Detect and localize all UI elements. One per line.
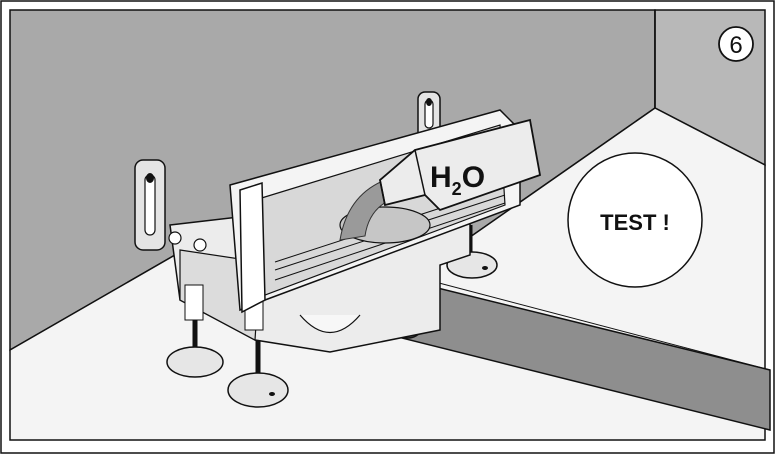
step-number-badge — [718, 26, 754, 62]
bottle-label: H2O — [430, 161, 485, 199]
test-callout-label: TEST ! — [600, 210, 670, 235]
test-callout — [567, 152, 703, 288]
step-number: 6 — [729, 32, 742, 59]
wall-bracket-left — [134, 159, 166, 251]
water-bottle — [379, 118, 542, 212]
